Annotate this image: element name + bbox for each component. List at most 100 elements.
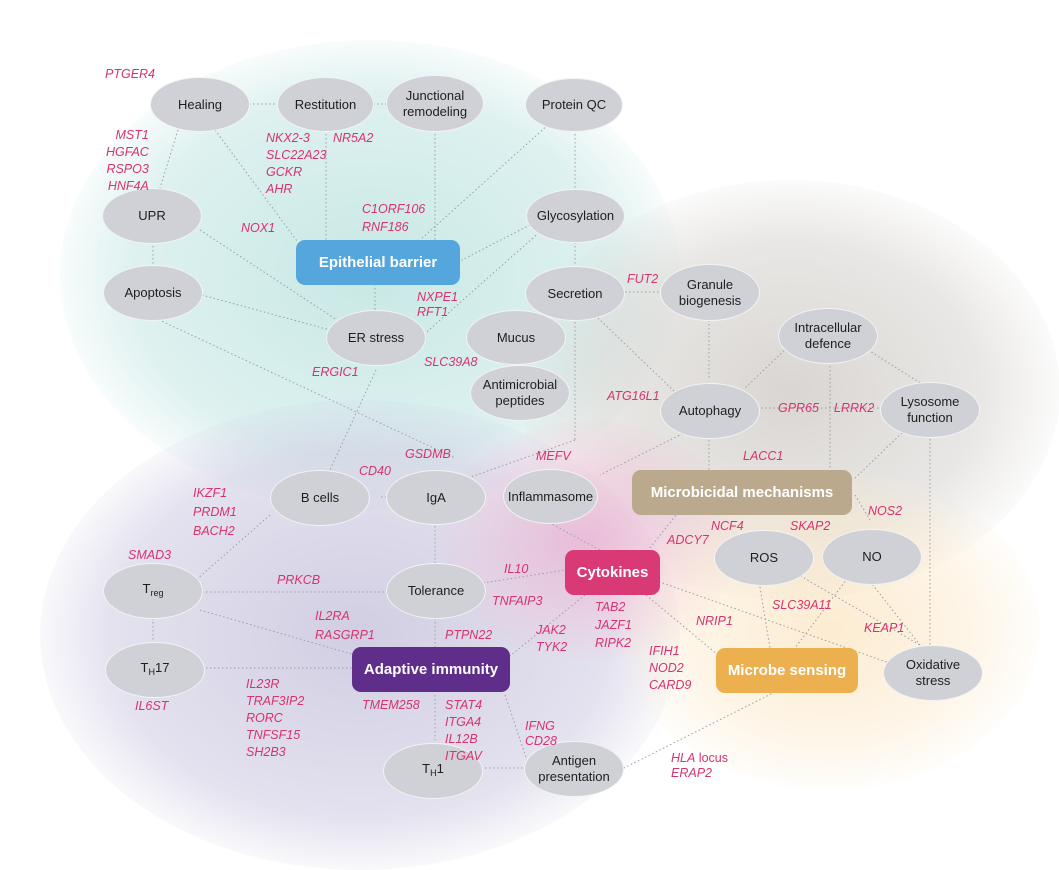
node-restitution: Restitution bbox=[277, 77, 374, 132]
node-mucus: Mucus bbox=[466, 310, 566, 365]
gene-label: TNFAIP3 bbox=[492, 594, 543, 608]
edge bbox=[195, 514, 271, 581]
edge bbox=[504, 694, 528, 761]
node-autophagy: Autophagy bbox=[660, 383, 760, 439]
gene-label: LRRK2 bbox=[834, 401, 875, 415]
gene-label: FUT2 bbox=[627, 272, 659, 286]
node-treg: Treg bbox=[103, 563, 203, 619]
edge bbox=[854, 494, 871, 521]
node-ros: ROS bbox=[714, 530, 814, 586]
gene-label: ADCY7 bbox=[667, 533, 709, 547]
edge bbox=[504, 594, 586, 661]
node-secretion: Secretion bbox=[525, 266, 625, 321]
gene-label: NRIP1 bbox=[696, 614, 733, 628]
gene-label: GSDMB bbox=[405, 447, 451, 461]
edge bbox=[794, 574, 851, 649]
edge bbox=[864, 574, 921, 646]
edge bbox=[649, 509, 681, 549]
edge bbox=[329, 369, 377, 471]
gene-label: ERGIC1 bbox=[312, 365, 359, 379]
gene-label: MST1 HGFAC RSPO3 HNF4A bbox=[106, 128, 149, 193]
edge bbox=[457, 224, 531, 263]
hub-epithelial-barrier: Epithelial barrier bbox=[296, 240, 460, 285]
gene-label: IL23R TRAF3IP2 RORC TNFSF15 SH2B3 bbox=[246, 677, 305, 759]
node-no: NO bbox=[822, 529, 922, 585]
gene-label: C1ORF106 RNF186 bbox=[362, 202, 426, 234]
gene-label: CD40 bbox=[359, 464, 391, 478]
gene-label: IKZF1 PRDM1 BACH2 bbox=[193, 486, 237, 538]
gene-label: SMAD3 bbox=[128, 548, 172, 562]
gene-label: NCF4 bbox=[711, 519, 744, 533]
hub-microbe-sensing: Microbe sensing bbox=[716, 648, 858, 693]
edge bbox=[159, 129, 179, 189]
gene-label: GPR65 bbox=[778, 401, 819, 415]
gene-label: LACC1 bbox=[743, 449, 784, 463]
gene-label: NOS2 bbox=[868, 504, 903, 518]
gene-label: IFIH1 NOD2 CARD9 bbox=[649, 644, 692, 692]
gene-label: TMEM258 bbox=[362, 698, 420, 712]
gene-label: SKAP2 bbox=[790, 519, 831, 533]
gene-label: IL10 bbox=[504, 562, 529, 576]
node-er-stress: ER stress bbox=[326, 310, 426, 366]
hub-cytokines: Cytokines bbox=[565, 550, 660, 595]
gene-label: PRKCB bbox=[277, 573, 321, 587]
gene-label: SLC39A11 bbox=[772, 598, 832, 612]
edge bbox=[744, 344, 791, 389]
node-th1: TH1 bbox=[383, 743, 483, 799]
edge bbox=[789, 569, 921, 646]
gene-label: NXPE1 RFT1 bbox=[417, 290, 458, 319]
gene-label: IL2RA RASGRP1 bbox=[315, 609, 375, 642]
edge bbox=[867, 349, 926, 387]
edge bbox=[419, 124, 549, 241]
node-b-cells: B cells bbox=[270, 470, 370, 526]
gene-label: NOX1 bbox=[241, 221, 276, 235]
gene-label: MEFV bbox=[536, 449, 571, 463]
microbe-sensing-region-background bbox=[620, 470, 1040, 790]
edge bbox=[199, 229, 338, 321]
edge bbox=[597, 317, 676, 393]
hub-adaptive-immunity: Adaptive immunity bbox=[352, 647, 510, 692]
gene-label: HLA locus ERAP2 bbox=[671, 751, 728, 780]
gene-label: JAK2 TYK2 bbox=[536, 623, 568, 654]
gene-label: PTPN22 bbox=[445, 628, 493, 642]
gene-label: KEAP1 bbox=[864, 621, 905, 635]
edge bbox=[639, 589, 719, 656]
gene-label: IFNG CD28 bbox=[525, 719, 557, 748]
edge bbox=[214, 129, 298, 242]
edge bbox=[757, 574, 771, 649]
node-upr: UPR bbox=[102, 188, 202, 244]
node-glycosylation: Glycosylation bbox=[526, 189, 625, 243]
gene-label: NKX2-3 SLC22A23 GCKR AHR bbox=[266, 131, 327, 196]
node-inflammasome: Inflammasome bbox=[503, 469, 598, 524]
edge bbox=[201, 294, 331, 331]
hub-microbicidal-mechanisms: Microbicidal mechanisms bbox=[632, 470, 852, 515]
node-iga: IgA bbox=[386, 470, 486, 525]
node-apoptosis: Apoptosis bbox=[103, 265, 203, 321]
node-protein-qc: Protein QC bbox=[525, 78, 623, 132]
edge bbox=[419, 229, 543, 339]
edge bbox=[199, 609, 356, 656]
gene-label: IL6ST bbox=[135, 699, 169, 713]
gene-label: STAT4 ITGA4 IL12B ITGAV bbox=[445, 698, 483, 763]
gene-label: TAB2 JAZF1 RIPK2 bbox=[595, 600, 632, 650]
node-tolerance: Tolerance bbox=[386, 563, 486, 619]
gene-label: ATG16L1 bbox=[607, 389, 660, 403]
gene-label: NR5A2 bbox=[333, 131, 374, 145]
edge bbox=[467, 439, 576, 479]
gene-label: PTGER4 bbox=[105, 67, 156, 81]
gene-label: SLC39A8 bbox=[424, 355, 478, 369]
edge bbox=[482, 569, 566, 584]
node-healing: Healing bbox=[150, 77, 250, 132]
edge bbox=[619, 691, 776, 771]
edge bbox=[599, 429, 691, 476]
edge bbox=[852, 429, 906, 481]
